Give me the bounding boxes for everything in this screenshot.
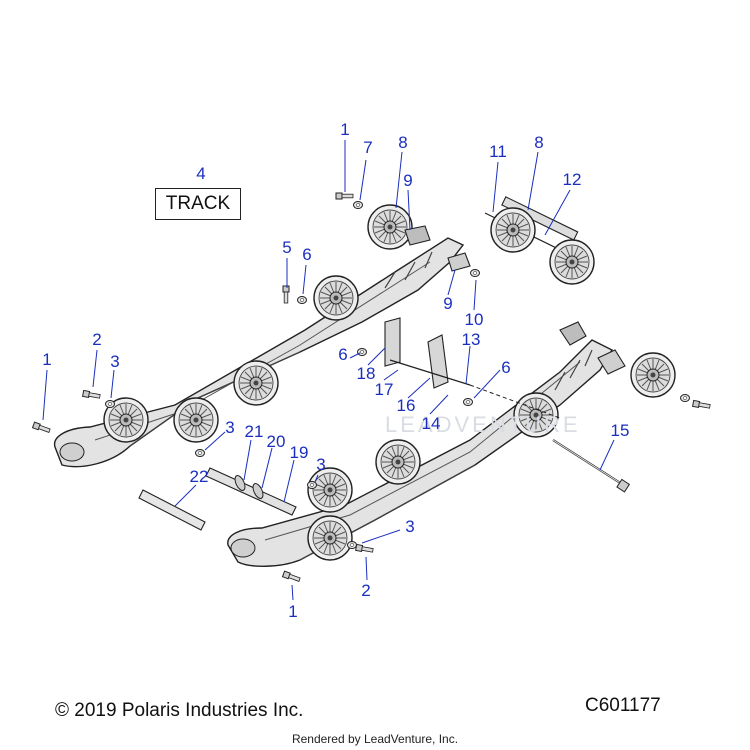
callout-8-a[interactable]: 8	[398, 133, 408, 152]
callout-17[interactable]: 17	[374, 380, 394, 399]
callout-3-a[interactable]: 3	[110, 352, 120, 371]
callout-6-c[interactable]: 6	[501, 358, 511, 377]
upper-rail-assembly	[53, 237, 465, 468]
callout-19[interactable]: 19	[289, 443, 309, 462]
leader-lines	[42, 140, 615, 601]
upper-bogie-wheel-rear	[233, 360, 279, 406]
watermark: LEADVENTURE	[385, 412, 581, 437]
axle-wheel-right	[549, 239, 595, 285]
callout-2-a[interactable]: 2	[92, 330, 102, 349]
center-mount	[357, 317, 690, 419]
washer-6-a	[297, 296, 307, 304]
lower-rail	[227, 339, 613, 567]
bolt-2-a	[82, 389, 101, 400]
track-label-box: TRACK	[155, 188, 241, 220]
lower-bogie-wheel-mid	[307, 467, 353, 513]
callout-4[interactable]: 4	[196, 164, 206, 183]
callout-1-left[interactable]: 1	[42, 350, 52, 369]
washer-7	[353, 201, 363, 209]
callout-13[interactable]: 13	[461, 330, 481, 349]
upper-rail	[53, 237, 465, 468]
axle-wheel-left	[490, 207, 536, 253]
callout-9-a[interactable]: 9	[403, 171, 413, 190]
callout-3-c[interactable]: 3	[316, 455, 326, 474]
upper-bogie-wheel-mid	[173, 397, 219, 443]
upper-idler-wheel	[313, 275, 359, 321]
callout-3-d[interactable]: 3	[405, 517, 415, 536]
callout-18[interactable]: 18	[356, 364, 376, 383]
callout-6-b[interactable]: 6	[338, 345, 348, 364]
callout-15[interactable]: 15	[610, 421, 630, 440]
track-label: TRACK	[165, 193, 231, 214]
callout-7[interactable]: 7	[363, 138, 373, 157]
washer-3-a	[105, 400, 115, 408]
callout-8-b[interactable]: 8	[534, 133, 544, 152]
callout-1-bottom[interactable]: 1	[288, 602, 298, 621]
callout-12[interactable]: 12	[562, 170, 582, 189]
callout-6-a[interactable]: 6	[302, 245, 312, 264]
washer-10	[470, 269, 480, 277]
nut-5	[282, 285, 290, 304]
rendered-by-footer: Rendered by LeadVenture, Inc.	[291, 732, 459, 746]
bolt-1-bottom	[282, 570, 302, 584]
callout-10[interactable]: 10	[464, 310, 484, 329]
callout-21[interactable]: 21	[244, 422, 264, 441]
lower-rear-wheel	[630, 352, 676, 398]
upper-rear-wheel	[367, 204, 413, 250]
washer-6-c	[463, 398, 473, 406]
bolt-2-b	[355, 543, 374, 554]
bolt-right	[692, 399, 711, 410]
washer-3-d	[347, 541, 357, 549]
washer-3-c	[307, 481, 317, 489]
diagram-code: C601177	[585, 695, 661, 716]
callout-2-b[interactable]: 2	[361, 581, 371, 600]
loose-hardware	[32, 192, 711, 584]
callout-3-b[interactable]: 3	[225, 418, 235, 437]
lower-bogie-wheel-front	[307, 515, 353, 561]
callout-5[interactable]: 5	[282, 238, 292, 257]
bolt-1-left	[32, 421, 52, 435]
copyright-notice: © 2019 Polaris Industries Inc.	[55, 700, 304, 721]
callout-20[interactable]: 20	[266, 432, 286, 451]
callout-9-b[interactable]: 9	[443, 294, 453, 313]
lower-bogie-wheel-rear	[375, 439, 421, 485]
callout-11[interactable]: 11	[489, 142, 507, 161]
bolt-1-top	[335, 192, 354, 200]
lower-rail-assembly	[227, 321, 676, 567]
callout-22[interactable]: 22	[189, 467, 209, 486]
washer-6-b	[357, 348, 367, 356]
callout-1-top[interactable]: 1	[340, 120, 350, 139]
callout-16[interactable]: 16	[396, 396, 416, 415]
rear-axle-assembly	[367, 196, 595, 285]
washer-3-b	[195, 449, 205, 457]
callout-14[interactable]: 14	[421, 414, 441, 433]
washer-right	[680, 394, 690, 402]
